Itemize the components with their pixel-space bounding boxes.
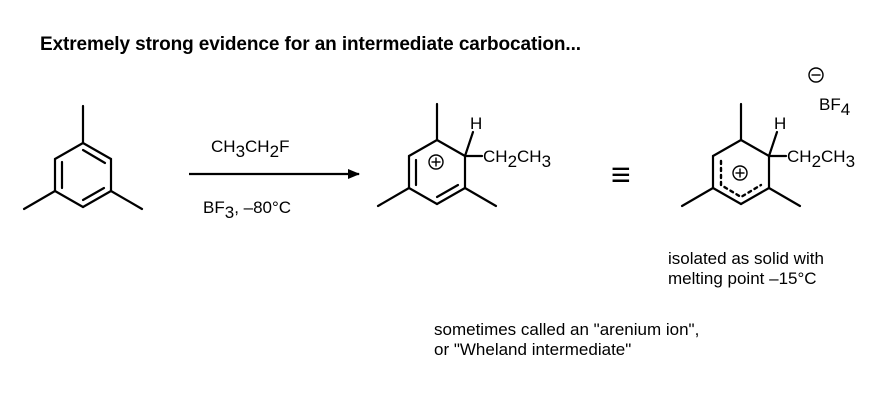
arenium-note-line2: or "Wheland intermediate"	[434, 340, 632, 359]
arenium-name-note: sometimes called an "arenium ion", or "W…	[434, 320, 699, 360]
reagent-above-label: CH3CH2F	[211, 137, 289, 161]
arenium-delocalized-structure: H CH2CH3	[680, 102, 855, 208]
positive-charge-icon	[428, 154, 444, 170]
arenium-note-line1: sometimes called an "arenium ion",	[434, 320, 700, 339]
intermediate-h-label: H	[470, 114, 482, 133]
equivalence-symbol: ≡	[611, 156, 631, 194]
positive-charge-icon	[732, 165, 748, 181]
mesitylene-structure	[22, 104, 144, 211]
counterion-bf4: BF4	[808, 67, 850, 119]
resonance-ethyl-label: CH2CH3	[787, 147, 855, 171]
negative-charge-icon	[808, 67, 824, 83]
arenium-intermediate-structure: H CH2CH3	[376, 102, 551, 208]
reaction-arrow-group: CH3CH2F BF3, –80°C	[189, 137, 360, 222]
intermediate-ethyl-label: CH2CH3	[483, 147, 551, 171]
resonance-h-label: H	[774, 114, 786, 133]
page-title: Extremely strong evidence for an interme…	[40, 34, 581, 55]
isolation-note: isolated as solid with melting point –15…	[668, 249, 824, 289]
reagent-below-label: BF3, –80°C	[203, 198, 291, 222]
counterion-label: BF4	[819, 95, 850, 119]
isolation-note-line2: melting point –15°C	[668, 269, 817, 288]
isolation-note-line1: isolated as solid with	[668, 249, 824, 268]
